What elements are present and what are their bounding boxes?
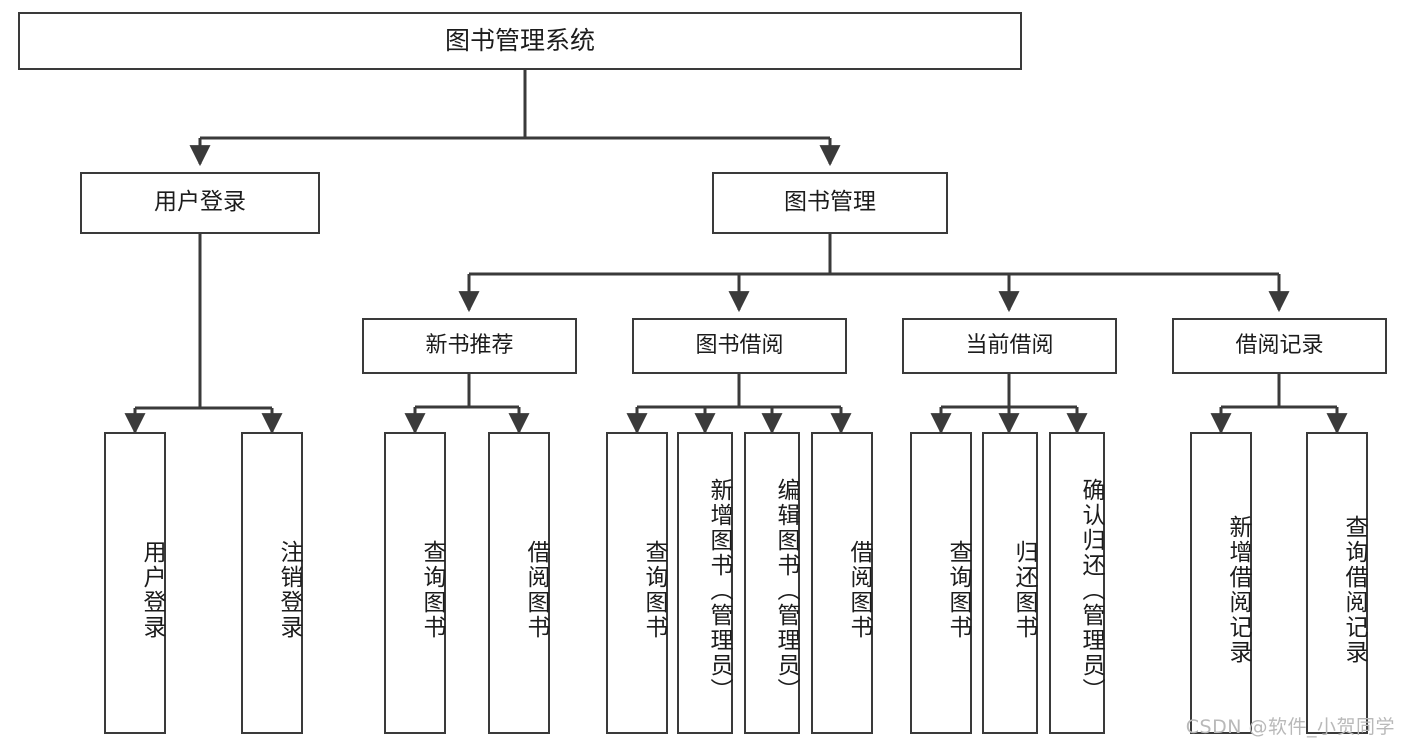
leaf-query-borrow-record[interactable]: 查询借阅记录: [1306, 432, 1368, 734]
watermark: CSDN @软件_小贺同学: [1185, 716, 1395, 738]
node-label: 查询图书: [945, 540, 971, 640]
node-current-borrow[interactable]: 当前借阅: [902, 318, 1117, 374]
node-label: 新增图书（管理员）: [706, 477, 732, 703]
leaf-user-login[interactable]: 用户登录: [104, 432, 166, 734]
node-label: 借阅图书: [523, 540, 549, 640]
leaf-add-borrow-record[interactable]: 新增借阅记录: [1190, 432, 1252, 734]
node-label: 注销登录: [276, 540, 302, 640]
leaf-confirm-return-admin[interactable]: 确认归还（管理员）: [1049, 432, 1105, 734]
node-label: 归还图书: [1011, 540, 1037, 640]
leaf-borrow-book-recommend[interactable]: 借阅图书: [488, 432, 550, 734]
node-label: 图书管理: [784, 189, 876, 216]
leaf-borrow-book[interactable]: 借阅图书: [811, 432, 873, 734]
node-new-book-recommend[interactable]: 新书推荐: [362, 318, 577, 374]
leaf-return-book[interactable]: 归还图书: [982, 432, 1038, 734]
leaf-query-book-borrow[interactable]: 查询图书: [606, 432, 668, 734]
node-label: 用户登录: [139, 540, 165, 640]
node-label: 编辑图书（管理员）: [773, 477, 799, 703]
node-label: 图书管理系统: [444, 26, 595, 55]
node-label: 查询图书: [641, 540, 667, 640]
node-label: 查询借阅记录: [1341, 515, 1367, 665]
leaf-add-book-admin[interactable]: 新增图书（管理员）: [677, 432, 733, 734]
node-label: 图书借阅: [695, 332, 784, 358]
leaf-edit-book-admin[interactable]: 编辑图书（管理员）: [744, 432, 800, 734]
node-borrow-record[interactable]: 借阅记录: [1172, 318, 1387, 374]
node-label: 新书推荐: [425, 332, 514, 358]
node-label: 新增借阅记录: [1225, 515, 1251, 665]
leaf-query-book-current[interactable]: 查询图书: [910, 432, 972, 734]
node-root-system[interactable]: 图书管理系统: [18, 12, 1022, 70]
node-label: 查询图书: [419, 540, 445, 640]
node-user-login[interactable]: 用户登录: [80, 172, 320, 234]
node-label: 借阅记录: [1235, 332, 1324, 358]
node-book-borrow[interactable]: 图书借阅: [632, 318, 847, 374]
node-book-management[interactable]: 图书管理: [712, 172, 948, 234]
node-label: 借阅图书: [846, 540, 872, 640]
node-label: 确认归还（管理员）: [1078, 477, 1104, 703]
node-label: 当前借阅: [965, 332, 1054, 358]
node-label: 用户登录: [154, 189, 246, 216]
leaf-query-book-recommend[interactable]: 查询图书: [384, 432, 446, 734]
leaf-user-logout[interactable]: 注销登录: [241, 432, 303, 734]
